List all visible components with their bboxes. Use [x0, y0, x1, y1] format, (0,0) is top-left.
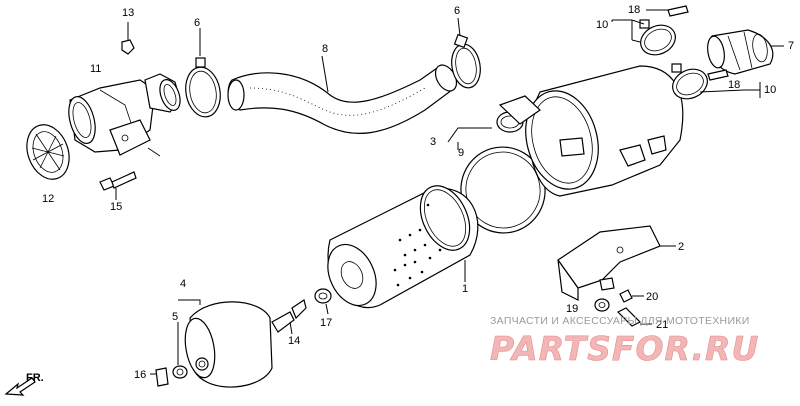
label-18b: 18 — [728, 79, 740, 91]
connecting-hose-8 — [227, 55, 458, 135]
label-16: 16 — [134, 369, 146, 381]
label-20: 20 — [646, 291, 658, 303]
label-5: 5 — [172, 311, 178, 323]
intake-duct-11 — [68, 73, 181, 157]
label-11: 11 — [90, 63, 101, 75]
collar-19 — [594, 298, 610, 312]
label-14: 14 — [288, 335, 300, 347]
clip-13 — [121, 22, 135, 55]
front-direction-arrow: FR. — [4, 372, 44, 396]
label-6b: 6 — [454, 5, 460, 17]
label-10b: 10 — [764, 84, 776, 96]
label-2: 2 — [678, 241, 684, 253]
label-7: 7 — [788, 40, 794, 52]
wing-bolt-14 — [271, 299, 307, 335]
screw-18a — [667, 5, 689, 17]
watermark: ЗАПЧАСТИ И АКСЕССУАРЫ ДЛЯ МОТОТЕХНИКИ PA… — [490, 315, 759, 368]
band-clamp-10a — [639, 19, 676, 56]
clip-16 — [150, 367, 169, 387]
label-18a: 18 — [628, 4, 640, 16]
bracket-2 — [557, 225, 676, 301]
seal-5 — [172, 322, 188, 379]
nut-17 — [314, 288, 332, 315]
intake-joint-7 — [707, 29, 784, 75]
bolt-15 — [99, 171, 137, 200]
dust-cover-12 — [26, 124, 70, 180]
label-15: 15 — [110, 201, 122, 213]
screw-18b — [707, 69, 729, 81]
label-3: 3 — [430, 136, 436, 148]
label-6a: 6 — [194, 17, 200, 29]
label-21: 21 — [656, 319, 668, 331]
label-19: 19 — [566, 303, 578, 315]
label-9: 9 — [458, 147, 464, 159]
watermark-subtitle: ЗАПЧАСТИ И АКСЕССУАРЫ ДЛЯ МОТОТЕХНИКИ — [490, 315, 750, 327]
filter-element-1 — [327, 185, 479, 309]
label-10a: 10 — [596, 19, 608, 31]
watermark-brand: PARTSFOR.RU — [490, 329, 759, 368]
bolt-20 — [619, 289, 644, 303]
band-clamp-10b — [671, 63, 708, 100]
label-8: 8 — [322, 43, 328, 55]
cover-4 — [178, 299, 273, 388]
bolt-21 — [616, 307, 652, 327]
label-12: 12 — [42, 193, 54, 205]
hose-clamp-6a — [185, 28, 221, 118]
label-4: 4 — [180, 278, 186, 290]
direction-label: FR. — [26, 372, 44, 384]
label-1: 1 — [462, 283, 468, 295]
label-17: 17 — [320, 317, 332, 329]
part-labels: 13 6 6 8 11 12 15 3 9 10 18 7 18 10 2 1 … — [42, 4, 794, 381]
air-cleaner-case — [498, 65, 684, 197]
hose-clamp-6b — [451, 17, 481, 89]
label-13: 13 — [122, 7, 134, 19]
